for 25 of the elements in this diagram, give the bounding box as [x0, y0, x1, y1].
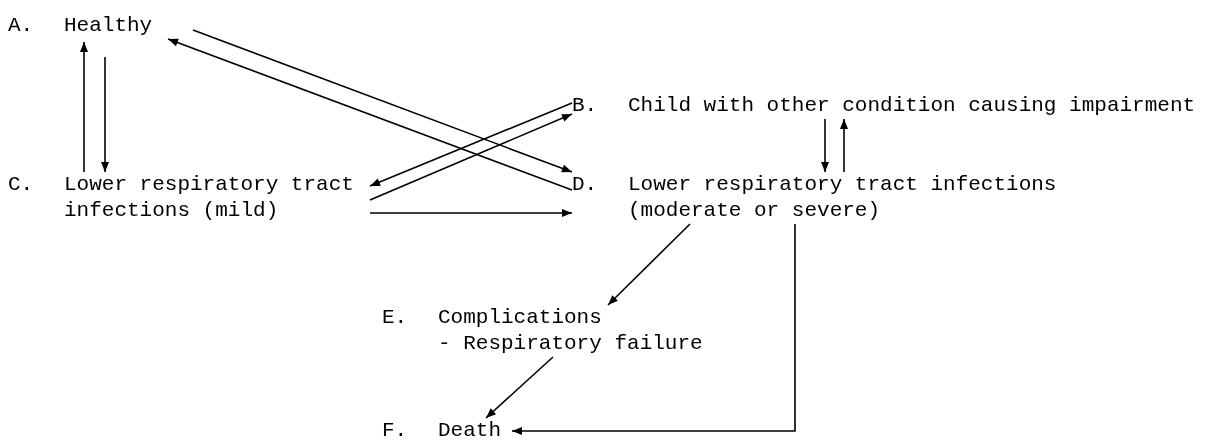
state-letter: B. [572, 93, 599, 119]
arrow [511, 223, 796, 435]
arrow [101, 56, 109, 173]
arrow [821, 118, 829, 173]
arrow [369, 209, 573, 217]
state-letter: A. [8, 13, 35, 39]
state-letter: E. [382, 305, 409, 331]
arrow [369, 113, 573, 201]
arrow [607, 223, 691, 306]
arrow [369, 102, 573, 187]
arrow [80, 41, 88, 173]
state-label: Death [438, 418, 501, 444]
state-letter: F. [382, 418, 409, 444]
arrow [167, 38, 573, 191]
state-label: Healthy [64, 13, 153, 39]
arrow [840, 118, 848, 173]
state-label: Lower respiratory tract infections (moderate or severe) [628, 172, 1058, 224]
arrow [485, 356, 554, 419]
state-letter: C. [8, 172, 35, 198]
state-label: Child with other condition causing impairment [628, 93, 1196, 119]
state-label: - Respiratory failure [438, 331, 703, 357]
state-letter: D. [572, 172, 599, 198]
state-label: Lower respiratory tract infections (mild) [64, 172, 355, 224]
state-label: Complications [438, 305, 602, 331]
arrow [192, 29, 573, 173]
